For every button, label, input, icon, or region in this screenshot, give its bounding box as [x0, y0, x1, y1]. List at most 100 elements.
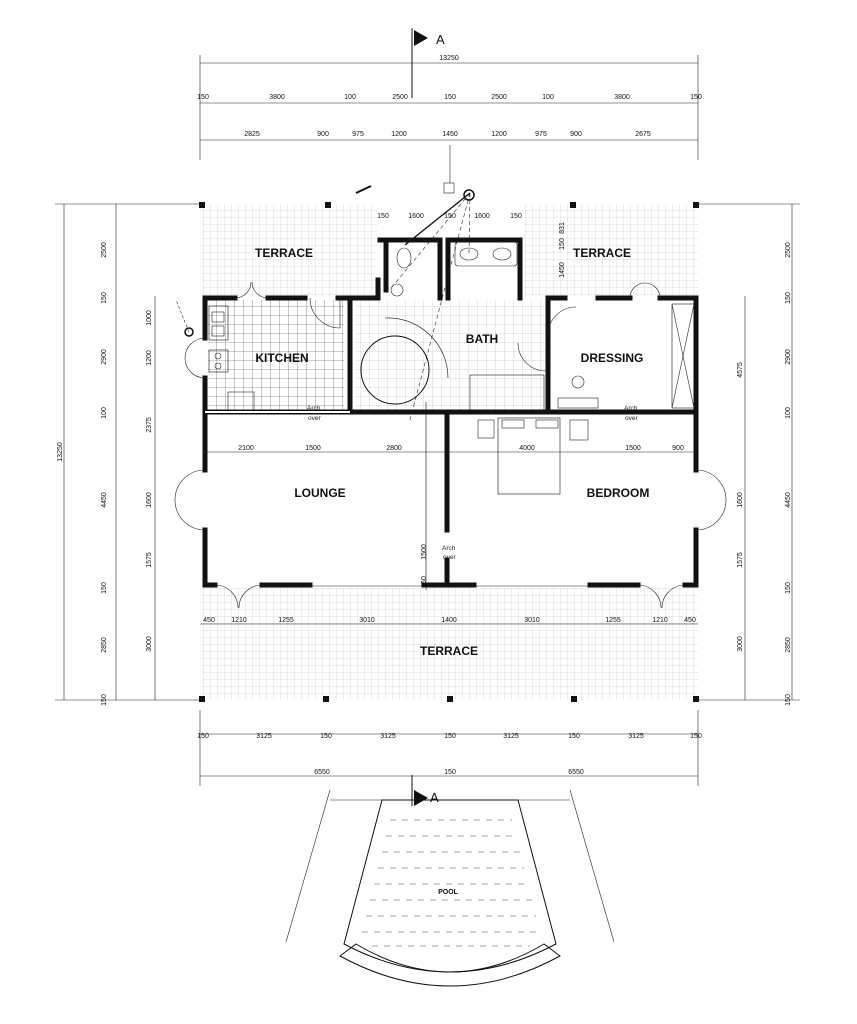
dim-left-inner: 2375 — [146, 417, 153, 433]
dimension-labels: 13250 150 3800 100 2500 150 2500 100 380… — [57, 55, 792, 776]
dim-left-outer: 4450 — [101, 492, 108, 508]
dim-top-row1: 100 — [542, 94, 554, 101]
room-label-dressing: DRESSING — [581, 351, 644, 365]
tiled-floors — [202, 204, 698, 700]
room-label-lounge: LOUNGE — [294, 486, 345, 500]
dim-bath-top: 1600 — [474, 213, 490, 220]
dim-top-row1: 3800 — [614, 94, 630, 101]
dim-front-row: 1400 — [441, 617, 457, 624]
dim-top-overall: 13250 — [439, 55, 459, 62]
dim-right-inner: 4575 — [737, 362, 744, 378]
arch-note-kitchen-2: over — [308, 415, 321, 422]
dim-bath-top: 150 — [377, 213, 389, 220]
terrace-left-floor — [202, 204, 377, 296]
section-marker-top: A — [436, 32, 445, 47]
dim-right-inner: 3000 — [737, 636, 744, 652]
dim-right-outer: 2900 — [785, 349, 792, 365]
dim-left-outer: 2500 — [101, 242, 108, 258]
dim-right-outer: 150 — [785, 292, 792, 304]
dim-top-row2: 900 — [570, 131, 582, 138]
dim-left-outer: 2850 — [101, 637, 108, 653]
dim-interior-right: 900 — [672, 445, 684, 452]
terrace-columns — [199, 202, 699, 702]
dim-right-outer: 100 — [785, 407, 792, 419]
room-label-terrace-front: TERRACE — [420, 644, 478, 658]
dim-left-outer: 150 — [101, 292, 108, 304]
terrace-right-floor — [524, 204, 698, 296]
room-label-pool: POOL — [438, 889, 459, 896]
room-label-terrace-right: TERRACE — [573, 246, 631, 260]
dim-interior-left: 2100 — [238, 445, 254, 452]
bedroom-furniture — [477, 303, 695, 495]
dim-bottom-row1: 150 — [568, 733, 580, 740]
dim-lounge-arch: 1500 — [421, 544, 428, 560]
dim-left-inner: 1575 — [146, 552, 153, 568]
dim-left-overall: 13250 — [57, 442, 64, 462]
arch-note-dressing-1: Arch — [624, 405, 638, 412]
dim-bottom-row1: 150 — [690, 733, 702, 740]
dim-interior-left: 1500 — [305, 445, 321, 452]
dim-bottom-row1: 150 — [444, 733, 456, 740]
dim-bottom-row1: 3125 — [256, 733, 272, 740]
dim-bath-right: 831 — [559, 222, 566, 234]
dim-top-row1: 150 — [690, 94, 702, 101]
room-label-bedroom: BEDROOM — [587, 486, 650, 500]
dim-top-row2: 1450 — [442, 131, 458, 138]
dim-left-inner: 1000 — [146, 310, 153, 326]
dim-bottom-row2: 150 — [444, 769, 456, 776]
dim-front-row: 3010 — [524, 617, 540, 624]
kitchen-fixtures — [175, 299, 255, 411]
dim-left-outer: 100 — [101, 407, 108, 419]
dim-interior-right: 4000 — [519, 445, 535, 452]
dim-left-outer: 150 — [101, 694, 108, 706]
dim-lounge-arch: 150 — [421, 576, 428, 588]
bath-floor — [356, 300, 550, 410]
dim-right-inner: 1600 — [737, 492, 744, 508]
dim-front-row: 1255 — [605, 617, 621, 624]
dim-right-outer: 2500 — [785, 242, 792, 258]
dim-top-row2: 1200 — [491, 131, 507, 138]
dim-right-outer: 4450 — [785, 492, 792, 508]
dim-bath-top: 150 — [510, 213, 522, 220]
dim-left-outer: 2900 — [101, 349, 108, 365]
dim-bottom-row1: 150 — [320, 733, 332, 740]
arch-note-lounge-1: Arch — [442, 545, 456, 552]
dim-top-row2: 2825 — [244, 131, 260, 138]
bath-fixtures — [355, 145, 545, 421]
dim-bottom-row1: 3125 — [380, 733, 396, 740]
dim-bath-right: 150 — [559, 238, 566, 250]
pool-area — [285, 789, 615, 987]
room-label-terrace-left: TERRACE — [255, 246, 313, 260]
dim-top-row2: 975 — [352, 131, 364, 138]
dim-bottom-row2: 6550 — [314, 769, 330, 776]
dim-bottom-row1: 150 — [197, 733, 209, 740]
dim-top-row2: 900 — [317, 131, 329, 138]
dim-front-row: 1210 — [652, 617, 668, 624]
dim-top-row1: 150 — [197, 94, 209, 101]
room-label-kitchen: KITCHEN — [255, 351, 308, 365]
arch-notes: Arch over Arch over Arch over — [307, 405, 638, 561]
dimension-lines — [55, 55, 800, 786]
kitchen-floor — [208, 300, 344, 410]
section-marker-bottom: A — [430, 790, 439, 805]
dim-left-inner: 1200 — [146, 350, 153, 366]
dim-left-inner: 1600 — [146, 492, 153, 508]
walls — [202, 237, 699, 588]
dim-top-row2: 2675 — [635, 131, 651, 138]
dim-interior-right: 1500 — [625, 445, 641, 452]
dim-front-row: 450 — [684, 617, 696, 624]
dim-top-row1: 2500 — [392, 94, 408, 101]
arch-note-dressing-2: over — [625, 415, 638, 422]
terrace-front-floor — [202, 588, 698, 700]
room-label-bath: BATH — [466, 332, 498, 346]
dim-right-outer: 150 — [785, 582, 792, 594]
dim-top-row2: 975 — [535, 131, 547, 138]
dim-top-row2: 1200 — [391, 131, 407, 138]
dim-interior-left: 2800 — [386, 445, 402, 452]
doors — [174, 281, 727, 609]
dim-top-row1: 2500 — [491, 94, 507, 101]
dim-bottom-row2: 6550 — [568, 769, 584, 776]
dim-front-row: 3010 — [359, 617, 375, 624]
dim-right-inner: 1575 — [737, 552, 744, 568]
